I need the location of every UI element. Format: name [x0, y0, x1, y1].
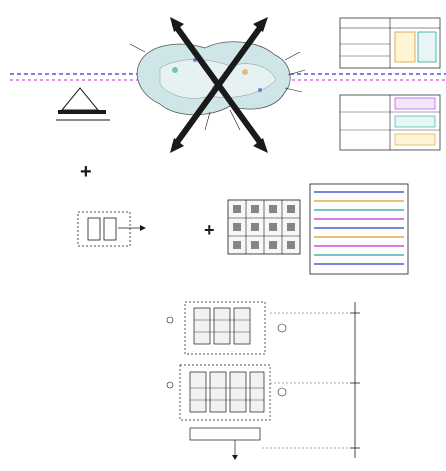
panel-a	[10, 17, 446, 153]
panel-b: +	[78, 184, 408, 274]
panel-c	[167, 302, 360, 460]
plus-symbol-2: +	[204, 220, 215, 240]
panel-a-right-table-top	[340, 18, 440, 68]
plus-symbol-1: +	[80, 161, 92, 183]
panel-a-right-table-bottom	[340, 95, 440, 150]
panel-b-left-component	[78, 212, 146, 246]
panel-c-schematic	[167, 302, 286, 460]
panel-a-left-diagram	[56, 88, 110, 120]
panel-b-legend-box	[310, 184, 408, 274]
panel-c-leaders	[262, 313, 350, 448]
panel-b-grid	[228, 200, 300, 254]
